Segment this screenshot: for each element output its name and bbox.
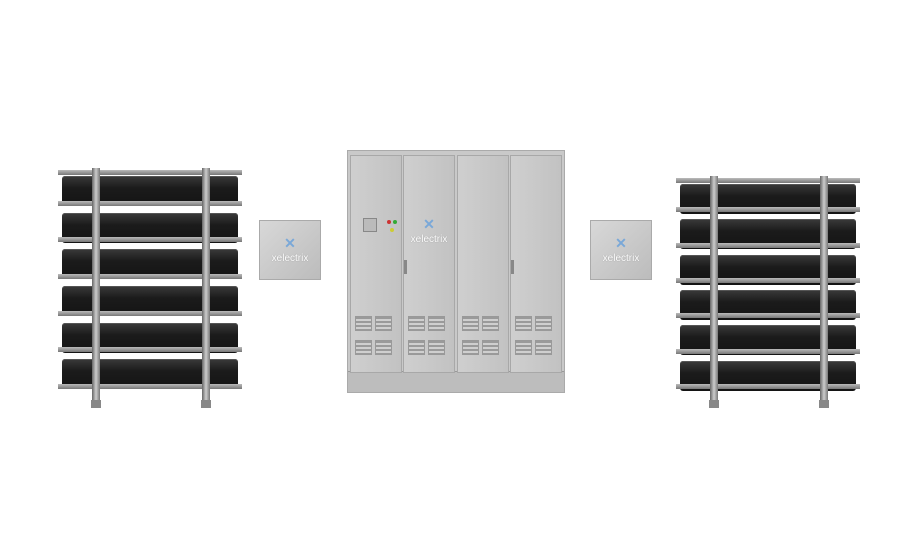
vent-grille xyxy=(535,316,552,331)
control-display xyxy=(363,218,377,232)
rack-rail xyxy=(58,200,242,206)
rack-rail xyxy=(58,347,242,353)
vent-grille xyxy=(355,316,372,331)
vent-grille xyxy=(408,340,425,355)
vent-grille xyxy=(515,340,532,355)
junction-box-left: ✕ xelectrix xyxy=(259,220,321,280)
vent-grille xyxy=(375,340,392,355)
rack-foot xyxy=(91,400,101,408)
rack-rail xyxy=(58,170,242,175)
rack-post xyxy=(202,168,210,402)
vent-grille xyxy=(408,316,425,331)
brand-logo: xelectrix xyxy=(271,253,309,264)
brand-logo-icon: ✕ xyxy=(615,235,627,251)
rack-foot xyxy=(201,400,211,408)
brand-logo: xelectrix xyxy=(602,253,640,264)
battery-rack-left xyxy=(58,168,242,408)
vent-grille xyxy=(515,316,532,331)
cabinet-door xyxy=(350,155,402,373)
cabinet-door xyxy=(510,155,562,373)
vent-grille xyxy=(428,316,445,331)
vent-grille xyxy=(428,340,445,355)
rack-rail xyxy=(58,384,242,389)
rack-rail xyxy=(676,313,860,319)
status-led-yellow xyxy=(390,228,394,232)
vent-grille xyxy=(482,340,499,355)
cabinet-door: ✕ xelectrix xyxy=(403,155,455,373)
brand-logo-icon: ✕ xyxy=(284,235,296,251)
rack-post xyxy=(92,168,100,402)
door-handle xyxy=(511,260,514,274)
battery-rack-right xyxy=(676,176,860,408)
rack-rail xyxy=(676,178,860,183)
vent-grille xyxy=(535,340,552,355)
rack-rail xyxy=(676,207,860,213)
rack-rail xyxy=(676,348,860,354)
rack-rail xyxy=(676,278,860,283)
rack-post xyxy=(820,176,828,402)
cabinet-door xyxy=(457,155,509,373)
vent-grille xyxy=(462,340,479,355)
rack-rail xyxy=(58,310,242,316)
brand-logo: xelectrix xyxy=(410,234,448,245)
door-handle xyxy=(404,260,407,274)
rack-rail xyxy=(58,237,242,243)
junction-box-right: ✕ xelectrix xyxy=(590,220,652,280)
brand-logo-icon: ✕ xyxy=(423,216,435,232)
status-led-green xyxy=(393,220,397,224)
vent-grille xyxy=(462,316,479,331)
rack-foot xyxy=(709,400,719,408)
status-led-red xyxy=(387,220,391,224)
rack-foot xyxy=(819,400,829,408)
cabinet-plinth xyxy=(348,371,564,392)
rack-post xyxy=(710,176,718,402)
rack-rail xyxy=(676,384,860,389)
rack-rail xyxy=(58,274,242,279)
vent-grille xyxy=(482,316,499,331)
inverter-cabinet: ✕ xelectrix xyxy=(347,150,565,393)
vent-grille xyxy=(355,340,372,355)
vent-grille xyxy=(375,316,392,331)
rack-rail xyxy=(676,242,860,248)
